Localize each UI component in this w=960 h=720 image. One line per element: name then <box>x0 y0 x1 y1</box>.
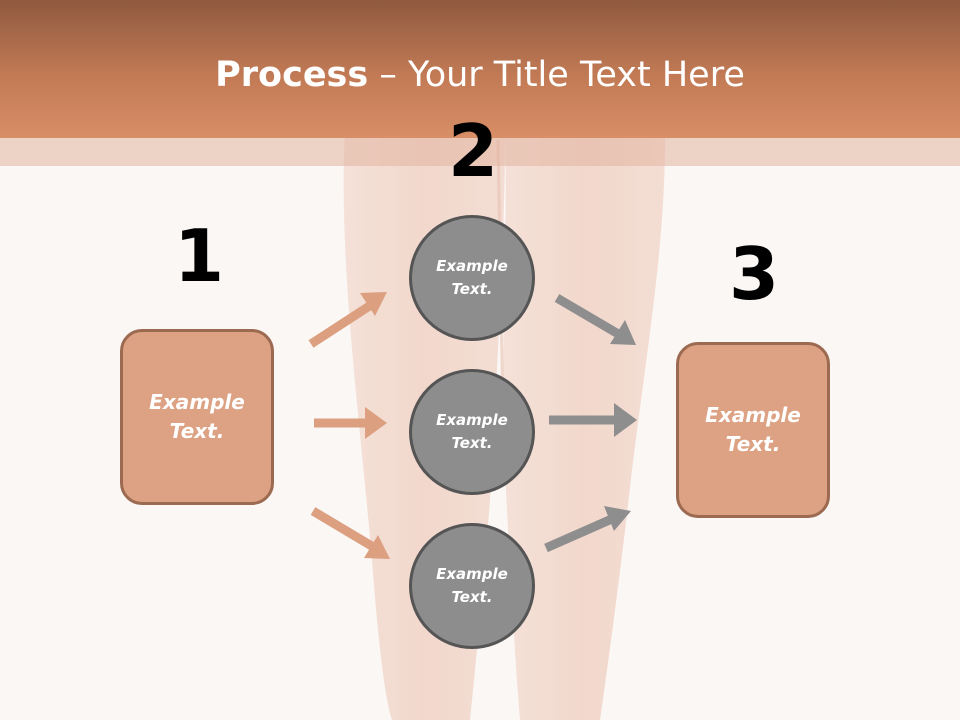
arrow-bottom-to-right <box>544 506 631 553</box>
circle-top: Example Text. <box>409 215 535 341</box>
arrow-left-to-bottom <box>310 507 390 559</box>
title-bold: Process <box>215 55 369 95</box>
left-box: Example Text. <box>120 329 274 505</box>
step-number-3: 3 <box>728 232 780 316</box>
circle-bottom: Example Text. <box>409 523 535 649</box>
circle-middle-text: Example Text. <box>436 411 508 452</box>
arrow-top-to-right <box>554 294 636 345</box>
circle-top-text: Example Text. <box>436 257 508 298</box>
title-band <box>0 0 960 138</box>
circle-middle: Example Text. <box>409 369 535 495</box>
title-strip <box>0 138 960 166</box>
left-box-text: Example Text. <box>149 390 245 443</box>
step-number-1: 1 <box>173 214 225 298</box>
slide-title: Process – Your Title Text Here <box>0 52 960 98</box>
step-number-2: 2 <box>447 109 499 193</box>
right-box: Example Text. <box>676 342 830 518</box>
title-rest: – Your Title Text Here <box>368 55 745 95</box>
arrow-left-to-top <box>308 292 387 348</box>
arrow-left-to-middle <box>314 407 387 439</box>
right-box-text: Example Text. <box>705 403 801 456</box>
circle-bottom-text: Example Text. <box>436 565 508 606</box>
arrow-middle-to-right <box>549 403 637 437</box>
